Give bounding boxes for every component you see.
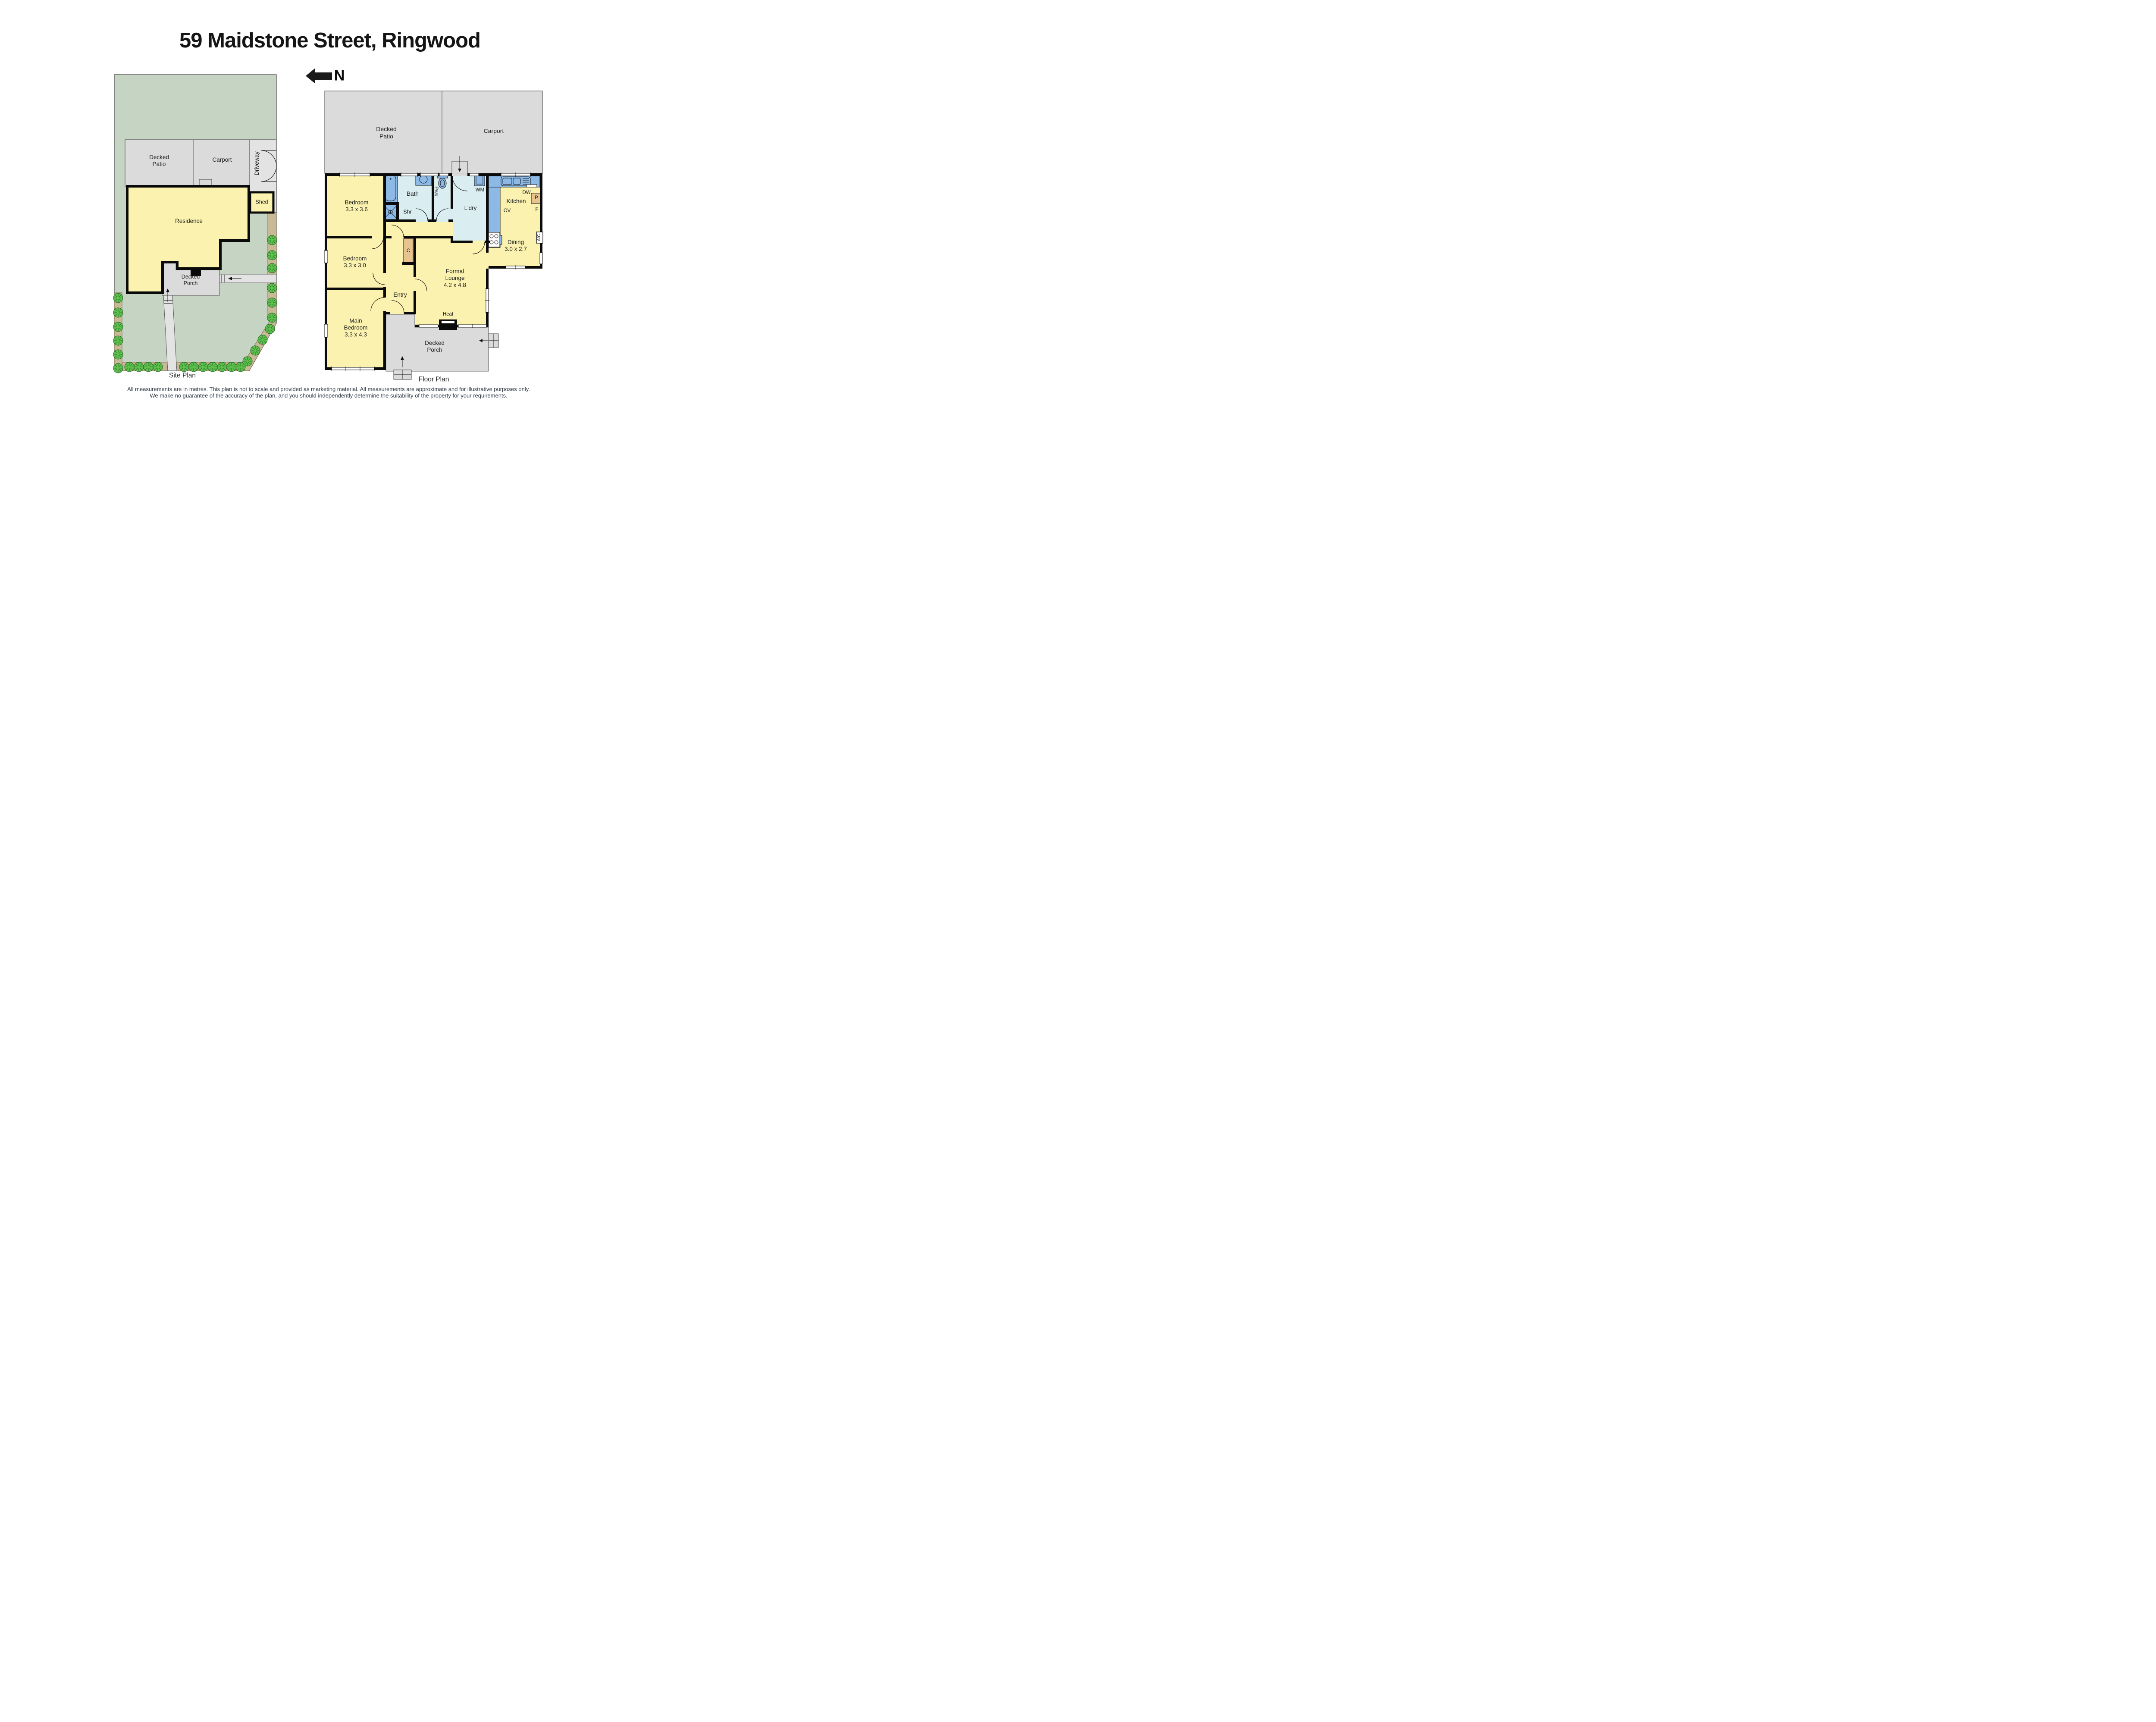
site-path-south [163,295,177,371]
fp-pantry-label: P [535,195,538,201]
ac-unit-icon [536,232,543,244]
steps-icon [479,333,499,348]
entry-arrow-icon [228,277,241,280]
windows [324,172,543,371]
fp-carport-label: Carport [483,127,504,135]
site-residence-label: Residence [175,217,203,224]
site-plan-graphic [113,74,277,373]
door-arcs [370,175,485,313]
closet-box [402,238,414,265]
site-path-east [219,274,277,283]
entry-arrow-icon [458,156,461,172]
site-driveway-label: Driveway [253,151,260,175]
stove-icon [488,232,502,247]
site-patio-carport [125,139,250,187]
north-arrow-icon [306,68,332,84]
floor-plan-caption: Floor Plan [418,376,449,383]
disclaimer-line1: All measurements are in metres. This pla… [127,386,530,392]
site-plan-caption: Site Plan [169,372,196,379]
fp-laundry-label: L'dry [464,204,477,211]
fp-fridge-label: F [535,207,539,213]
site-shed-label: Shed [255,199,268,205]
fp-patio-carport [324,91,543,174]
north-label: N [334,67,345,84]
fp-oven-label: OV [503,208,511,214]
fp-heat-label: Heat [442,312,454,317]
site-carport-label: Carport [212,156,232,163]
plan-graphics [113,68,543,380]
page-title: 59 Maidstone Street, Ringwood [179,29,481,52]
fp-shower-label: Shr [403,209,412,215]
fp-kitchen-label: Kitchen [506,197,526,204]
gate-icon [260,150,277,182]
fp-powder-label: Pwd [433,186,440,197]
dishwasher-front [526,184,537,188]
fp-bath-label: Bath [407,190,419,197]
residence-stub [191,267,201,276]
disclaimer-line2: We make no guarantee of the accuracy of … [150,392,508,399]
fp-wm-label: WM [475,188,485,193]
steps-icon [393,356,412,380]
entry-arrow-icon [166,288,169,302]
heater-icon [439,319,457,330]
site-shed [249,191,275,214]
site-residence [126,185,250,294]
fp-entry-label: Entry [393,291,407,298]
fp-ac-label: A/C [537,234,542,241]
disclaimer: All measurements are in metres. This pla… [10,386,647,399]
fp-dw-label: DW [522,190,531,196]
floor-plan-graphic [324,91,543,380]
door-openings [372,173,485,314]
fp-closet-label: C [406,248,411,254]
